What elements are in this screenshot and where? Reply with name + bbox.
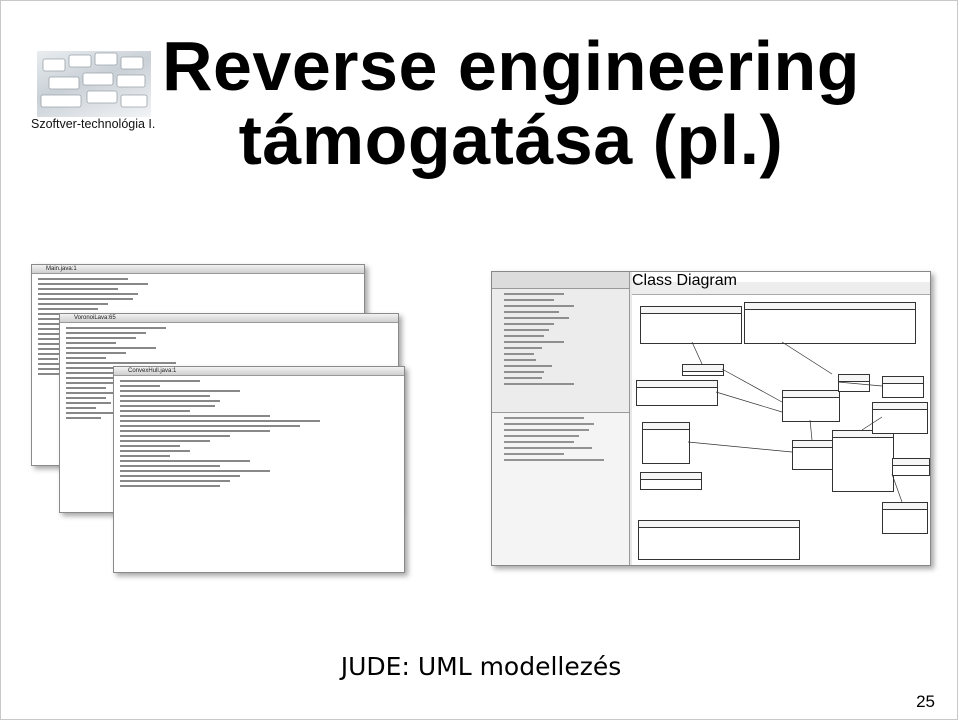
uml-class-box	[832, 430, 894, 492]
code-window-2-titlebar: VoronoiLava:65	[60, 314, 398, 323]
model-tree-panel	[492, 272, 630, 565]
code-window-3: ConvexHull.java:1	[113, 366, 405, 573]
uml-class-box	[744, 302, 916, 344]
course-logo	[37, 51, 151, 117]
keyboard-image-icon	[40, 52, 148, 108]
code-lines	[60, 324, 398, 512]
uml-class-box	[636, 380, 718, 406]
logo-caption: Szoftver-technológia I.	[31, 117, 156, 131]
uml-class-box	[838, 374, 870, 392]
class-diagram-canvas: Class Diagram	[632, 272, 930, 565]
uml-class-box	[640, 472, 702, 490]
tree-items	[492, 293, 629, 385]
title-line-2: támogatása (pl.)	[238, 101, 784, 179]
slide-title: Reverse engineering támogatása (pl.)	[161, 31, 861, 175]
association-lines	[687, 341, 903, 503]
uml-class-box	[640, 306, 742, 344]
uml-class-box	[782, 390, 840, 422]
code-window-1-titlebar: Main.java:1	[32, 265, 364, 274]
code-lines	[114, 377, 404, 572]
uml-class-box	[882, 376, 924, 398]
uml-class-box	[792, 440, 834, 470]
uml-class-box	[882, 502, 928, 534]
uml-class-box	[872, 402, 928, 434]
code-window-3-titlebar: ConvexHull.java:1	[114, 367, 404, 376]
uml-class-box	[642, 422, 690, 464]
slide-subtitle: JUDE: UML modellezés	[340, 652, 622, 681]
diagram-toolbar	[632, 282, 930, 295]
uml-class-box	[892, 458, 930, 476]
tree-tabs	[492, 272, 629, 289]
title-line-1: Reverse engineering	[161, 27, 861, 105]
page-number: 25	[916, 692, 935, 711]
uml-class-box	[682, 364, 724, 376]
uml-tool-window: Class Diagram	[491, 271, 931, 566]
uml-class-box	[638, 520, 800, 560]
properties-panel	[492, 412, 629, 565]
